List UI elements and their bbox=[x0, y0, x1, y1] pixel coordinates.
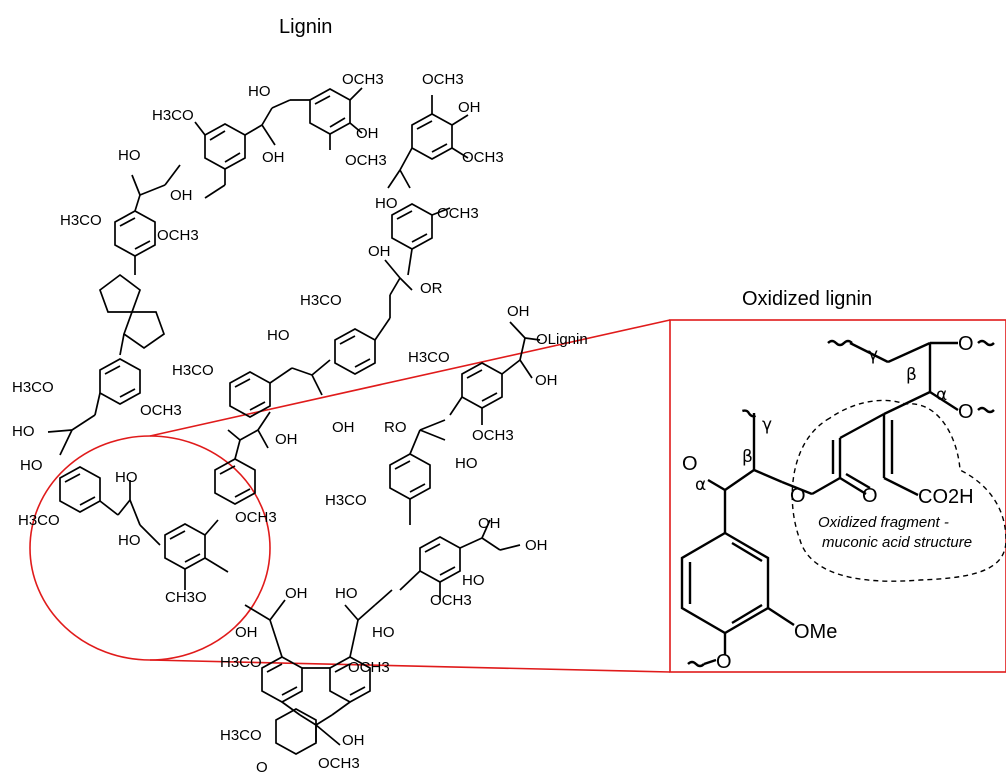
label-och3-left2: OCH3 bbox=[140, 402, 182, 419]
label-h3co-left2: H3CO bbox=[12, 379, 54, 396]
label-h3co-ring: H3CO bbox=[18, 512, 60, 529]
label-o-top-right1: O bbox=[958, 333, 974, 355]
label-oh-right2: OH bbox=[507, 303, 530, 320]
label-ho-left2: HO bbox=[12, 423, 35, 440]
label-och3-bottom: OCH3 bbox=[318, 755, 360, 772]
label-alpha-top: α bbox=[936, 385, 947, 405]
label-or-1: OR bbox=[420, 280, 443, 297]
label-ch3o-ring: CH3O bbox=[165, 589, 207, 606]
label-oh-bottom-a: OH bbox=[285, 585, 308, 602]
label-och3-top: OCH3 bbox=[342, 71, 384, 88]
label-olignin: OLignin bbox=[536, 331, 588, 348]
label-h3co-mid: H3CO bbox=[300, 292, 342, 309]
label-alpha-left: α bbox=[695, 475, 706, 495]
label-o-bottom: O bbox=[716, 651, 732, 673]
label-o-bottom: O bbox=[256, 759, 268, 776]
highlight-circle bbox=[29, 435, 271, 661]
label-ho-center: HO bbox=[267, 327, 290, 344]
label-gamma-top: γ bbox=[868, 345, 878, 365]
label-o-left: O bbox=[682, 453, 698, 475]
label-ro: RO bbox=[384, 419, 407, 436]
oxidized-lignin-title: Oxidized lignin bbox=[742, 288, 873, 310]
label-h3co-left1: H3CO bbox=[60, 212, 102, 229]
label-beta-top: β bbox=[906, 365, 917, 385]
label-h3co-bottom: H3CO bbox=[220, 727, 262, 744]
zoom-box bbox=[669, 319, 1006, 673]
label-oh-right: OH bbox=[368, 243, 391, 260]
fragment-dashed-outline bbox=[791, 399, 1006, 582]
label-ho-right3: HO bbox=[335, 585, 358, 602]
oxidized-labels: O γ β α O γ β O α O O CO2H Oxidized frag… bbox=[682, 333, 974, 673]
label-oh-b: OH bbox=[356, 125, 379, 142]
label-och3-low: OCH3 bbox=[430, 592, 472, 609]
label-o-top-right2: O bbox=[958, 401, 974, 423]
label-co2h: CO2H bbox=[918, 486, 974, 508]
label-o-ester: O bbox=[790, 485, 806, 507]
label-ho-left3: HO bbox=[20, 457, 43, 474]
label-och3-mid: OCH3 bbox=[437, 205, 479, 222]
label-oh-low-b: OH bbox=[235, 624, 258, 641]
label-och3-low2: OCH3 bbox=[348, 659, 390, 676]
label-ho-low2: HO bbox=[462, 572, 485, 589]
label-fragment-line2: muconic acid structure bbox=[822, 534, 972, 551]
label-fragment-line1: Oxidized fragment - bbox=[818, 514, 949, 531]
lignin-atom-labels: HO OCH3 OCH3 OH H3CO OH OCH3 HO OH OCH3 … bbox=[12, 71, 588, 776]
label-oh-c: OH bbox=[262, 149, 285, 166]
label-o-carbonyl: O bbox=[862, 485, 878, 507]
label-oh-mid: OH bbox=[170, 187, 193, 204]
label-oh-low3: OH bbox=[478, 515, 501, 532]
label-ho-mid: HO bbox=[375, 195, 398, 212]
label-oh-center: OH bbox=[332, 419, 355, 436]
label-oh-bottom: OH bbox=[342, 732, 365, 749]
label-h3co-right3: H3CO bbox=[325, 492, 367, 509]
label-och3-b: OCH3 bbox=[462, 149, 504, 166]
label-och3-c: OCH3 bbox=[345, 152, 387, 169]
label-ho-top: HO bbox=[248, 83, 271, 100]
label-h3co-low: H3CO bbox=[220, 654, 262, 671]
label-och3-ring: OCH3 bbox=[235, 509, 277, 526]
lignin-title: Lignin bbox=[279, 16, 333, 38]
label-oh-low2: OH bbox=[275, 431, 298, 448]
label-h3co-center: H3CO bbox=[172, 362, 214, 379]
label-oh-low4: OH bbox=[525, 537, 548, 554]
label-oh-a: OH bbox=[458, 99, 481, 116]
label-ho-left: HO bbox=[118, 147, 141, 164]
label-och3-top2: OCH3 bbox=[422, 71, 464, 88]
label-ho-low: HO bbox=[455, 455, 478, 472]
label-gamma-left: γ bbox=[762, 415, 772, 435]
oxidized-fragment-structure bbox=[680, 339, 1006, 668]
label-och3-left1: OCH3 bbox=[157, 227, 199, 244]
label-ho-low3: HO bbox=[372, 624, 395, 641]
lignin-skeleton bbox=[47, 87, 541, 755]
label-h3co-top: H3CO bbox=[152, 107, 194, 124]
label-oh-right3: OH bbox=[535, 372, 558, 389]
label-ho-ring2: HO bbox=[118, 532, 141, 549]
zoom-line-top bbox=[149, 319, 671, 437]
label-ho-ring: HO bbox=[115, 469, 138, 486]
label-h3co-right: H3CO bbox=[408, 349, 450, 366]
zoom-line-bottom bbox=[149, 659, 671, 673]
label-ome: OMe bbox=[794, 621, 837, 643]
label-och3-right: OCH3 bbox=[472, 427, 514, 444]
label-beta-left: β bbox=[742, 447, 753, 467]
